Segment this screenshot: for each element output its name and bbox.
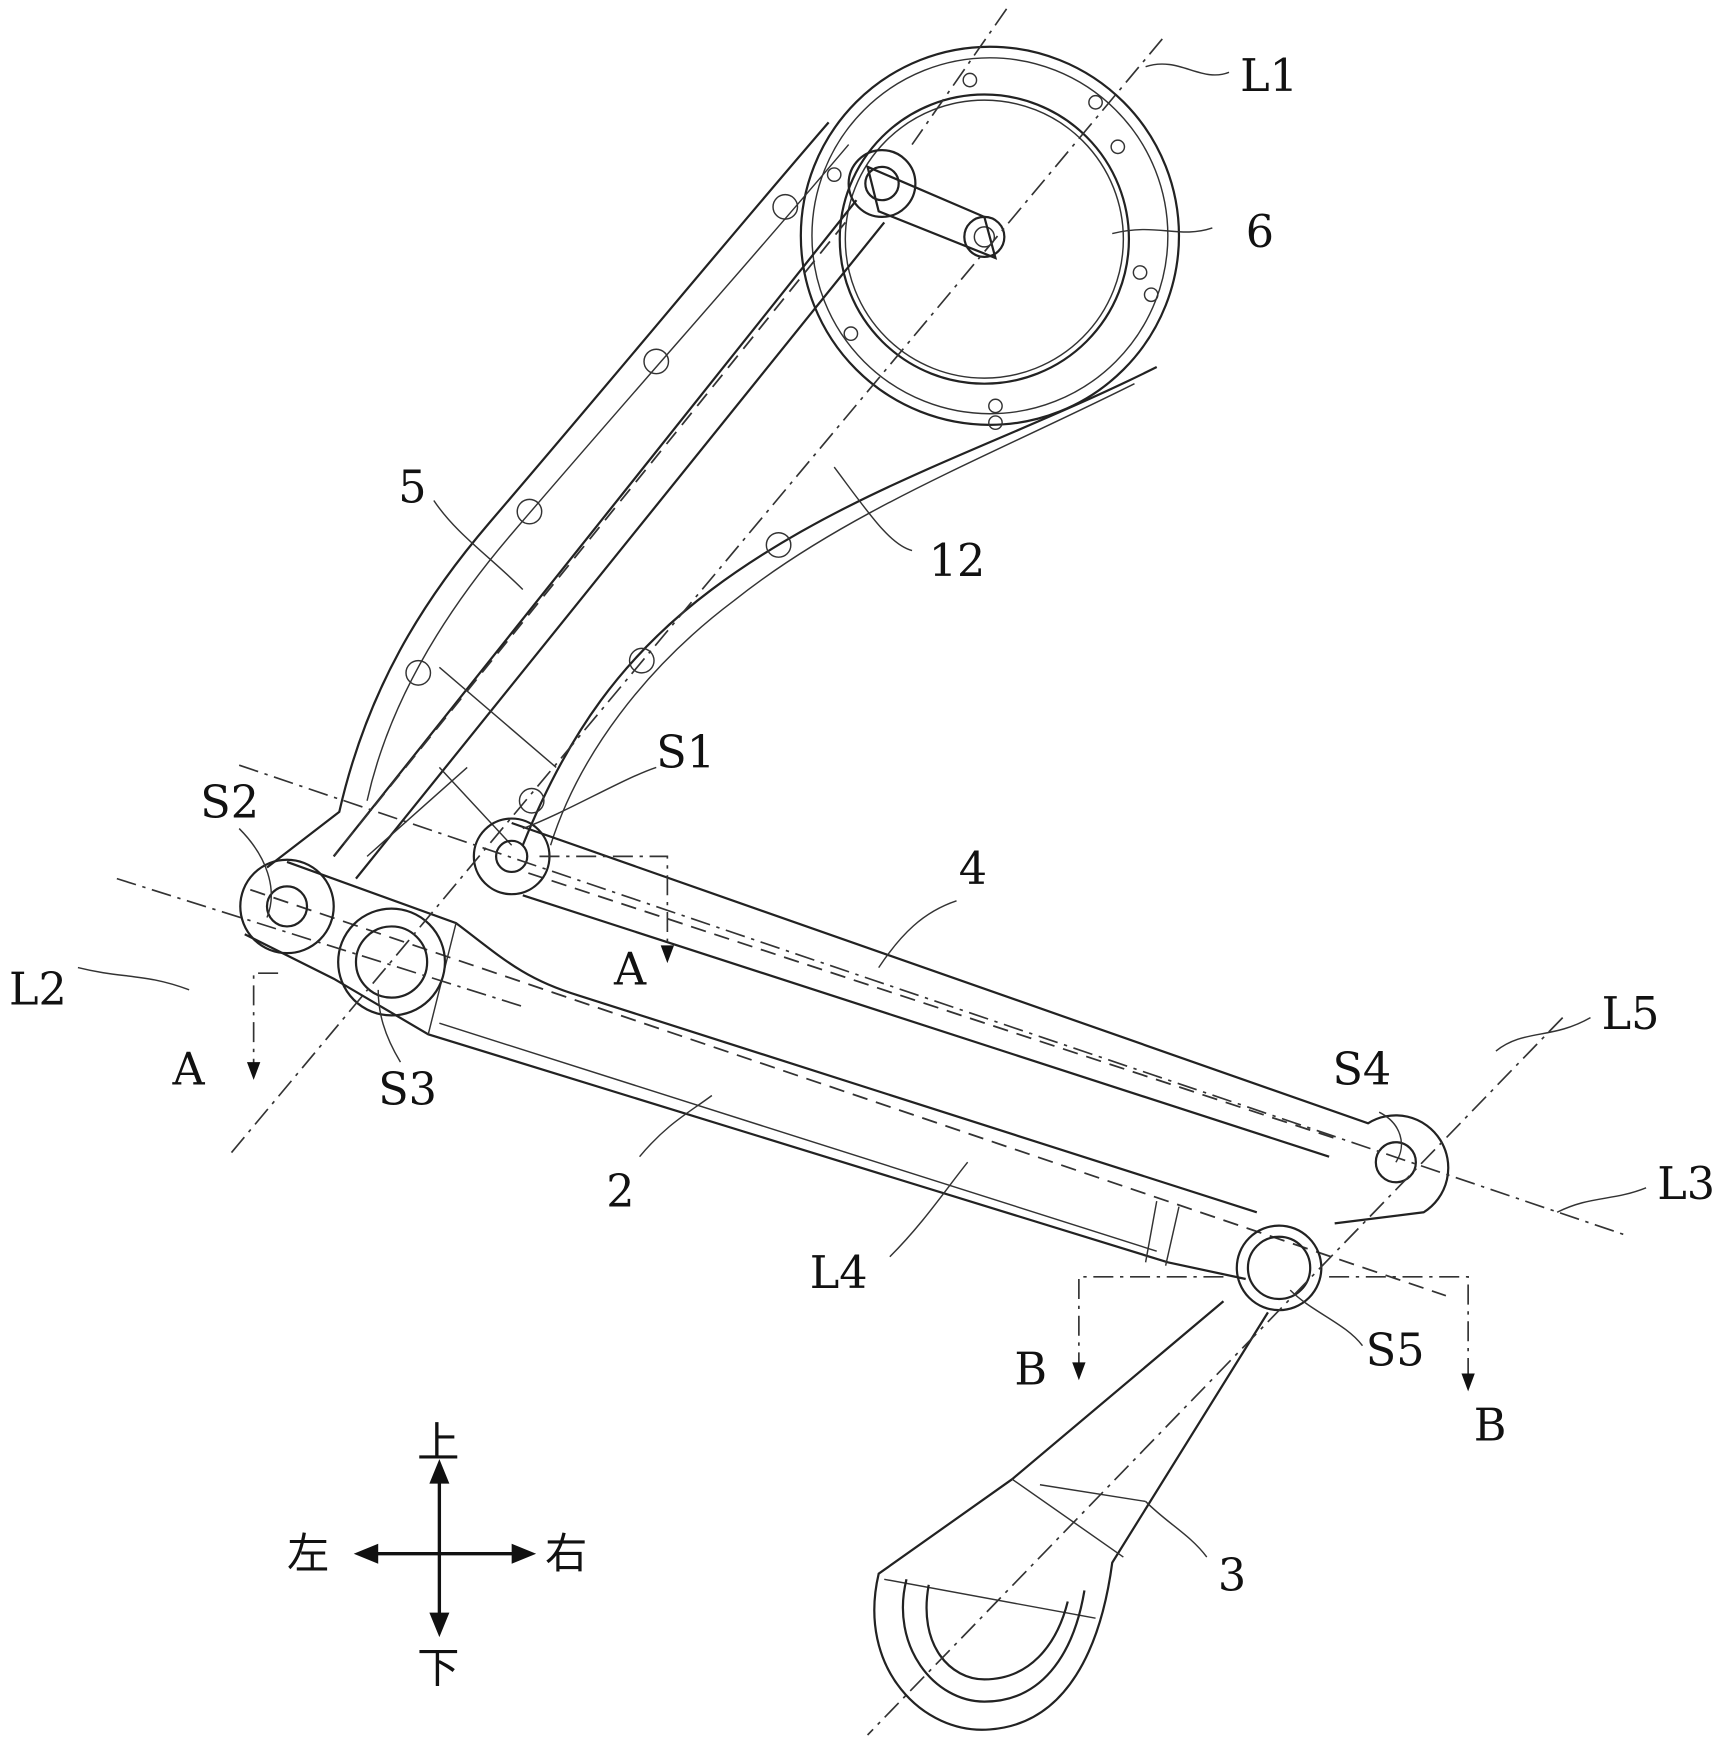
label-L2: L2 [9, 964, 67, 1015]
label-2: 2 [606, 1167, 634, 1218]
label-A-top: A [613, 944, 647, 995]
compass-up: 上 [417, 1418, 459, 1467]
label-6: 6 [1246, 207, 1274, 258]
label-L1: L1 [1240, 51, 1298, 102]
arm-12 [367, 367, 1157, 856]
label-L5: L5 [1602, 989, 1660, 1040]
disc-6 [801, 47, 1179, 430]
part-3 [874, 1301, 1268, 1730]
label-4: 4 [959, 844, 987, 895]
compass-down: 下 [417, 1644, 459, 1693]
label-B-left: B [1014, 1345, 1047, 1396]
label-S4: S4 [1332, 1044, 1391, 1095]
arm-5 [267, 122, 884, 878]
label-L3: L3 [1657, 1159, 1715, 1210]
compass-left: 左 [287, 1529, 329, 1578]
label-S3: S3 [378, 1064, 437, 1115]
label-A-left: A [171, 1044, 205, 1095]
label-L4: L4 [810, 1248, 868, 1299]
label-S2: S2 [200, 777, 259, 828]
label-12: 12 [929, 536, 986, 587]
centerlines [117, 9, 1624, 1735]
label-5: 5 [398, 463, 426, 514]
label-B-right: B [1474, 1400, 1507, 1451]
label-S5: S5 [1366, 1326, 1425, 1377]
direction-compass: 上 下 左 右 [287, 1418, 587, 1693]
compass-right: 右 [545, 1529, 587, 1578]
label-S1: S1 [656, 727, 715, 778]
label-3: 3 [1218, 1550, 1246, 1601]
